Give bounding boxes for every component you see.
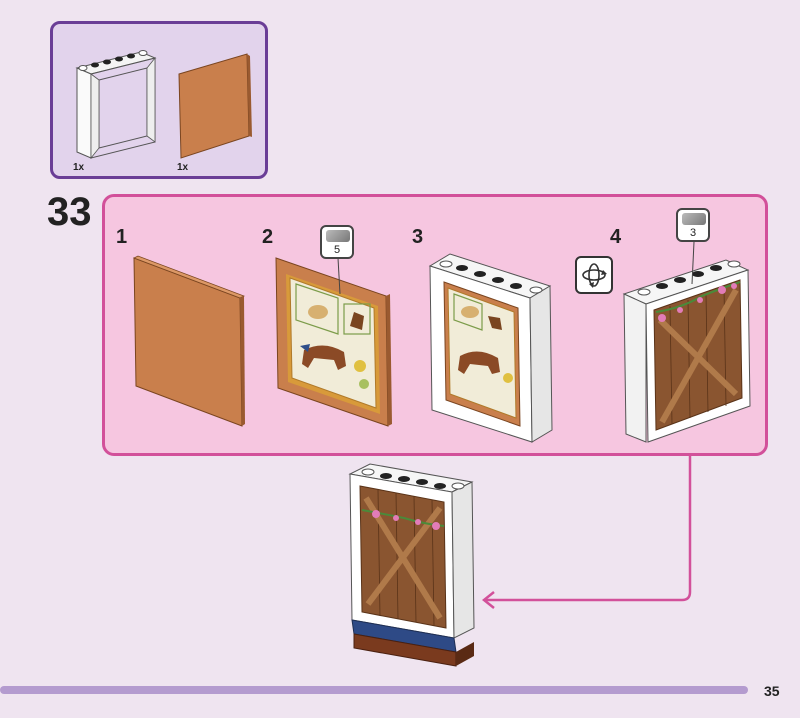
frame-with-panel-illustration (428, 253, 553, 443)
substep-4-number: 4 (610, 226, 622, 248)
sticker-icon (326, 230, 350, 242)
white-frame-part (75, 50, 157, 160)
callout-pointer (337, 257, 341, 295)
page-number: 35 (764, 683, 780, 699)
plain-panel-illustration (133, 255, 245, 427)
sticker-callout-3: 3 (676, 208, 710, 242)
rotate-icon (575, 256, 613, 294)
step-number: 33 (47, 190, 92, 234)
assembled-door-illustration (348, 463, 475, 667)
frame-with-door-illustration (622, 259, 751, 443)
stickered-panel-illustration (275, 257, 392, 427)
substep-3-number: 3 (412, 226, 424, 248)
sticker-callout-5: 5 (320, 225, 354, 259)
callout-pointer (691, 241, 695, 285)
sticker-number: 3 (689, 227, 697, 239)
substep-1-number: 1 (116, 226, 128, 248)
parts-list-box: 1x 1x (50, 21, 268, 179)
panel-quantity: 1x (177, 162, 189, 173)
connector-arrow (481, 456, 692, 609)
sticker-icon (682, 213, 706, 225)
footer-bar (0, 686, 748, 694)
substep-2-number: 2 (262, 226, 274, 248)
frame-quantity: 1x (73, 162, 85, 173)
tan-panel-part (178, 53, 252, 159)
sticker-number: 5 (333, 244, 341, 256)
